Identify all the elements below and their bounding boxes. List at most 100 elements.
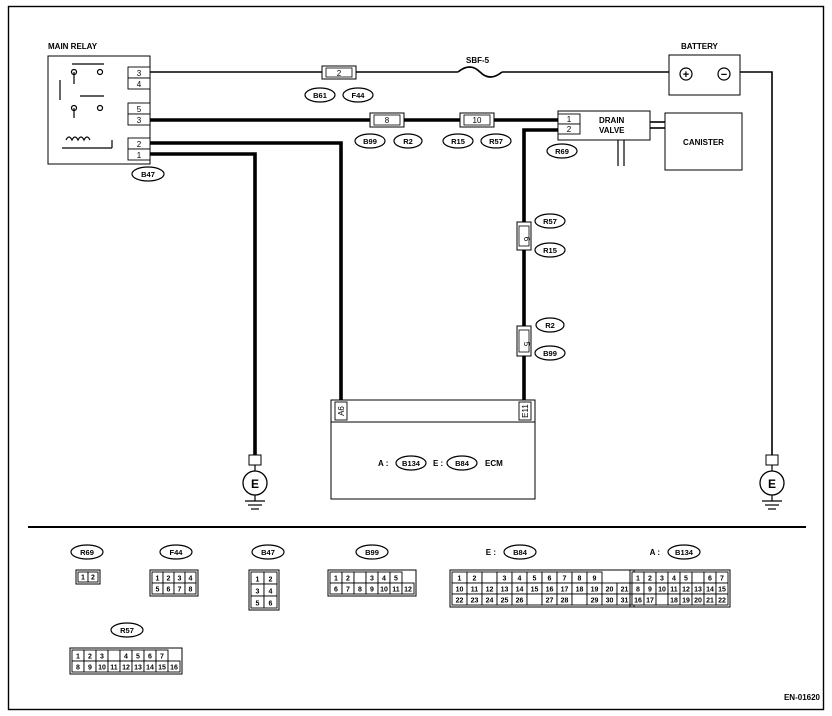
connector-pin: 2 — [91, 575, 95, 582]
drain-valve-label-2: VALVE — [599, 126, 625, 135]
fuse-label: SBF-5 — [466, 56, 490, 65]
ecm-ref-b134: B134 — [402, 459, 421, 468]
connector-ref-r2-vertical: R2 — [535, 317, 565, 333]
connector-pin: 18 — [670, 598, 678, 605]
connector-view-title: R57 — [120, 626, 134, 635]
connector-pin: 3 — [503, 576, 507, 583]
connector-pin: 1 — [458, 576, 462, 583]
connector-ref-b99: B99 — [354, 133, 386, 149]
connector-pin: 4 — [382, 576, 386, 583]
relay-pin-block-middle: 5 3 — [127, 102, 151, 126]
connector-pin: 17 — [646, 598, 654, 605]
svg-text:R15: R15 — [543, 246, 557, 255]
ecm-pin-a6: A6 — [337, 406, 346, 416]
connector-pin-cell — [571, 593, 588, 606]
relay-pin: 2 — [137, 140, 142, 149]
connector-pin: 7 — [720, 576, 724, 583]
connector-pin: 31 — [621, 598, 629, 605]
connector-pin: 6 — [167, 587, 171, 594]
connector-pin: 15 — [158, 665, 166, 672]
connector-view-prefix: A : — [650, 548, 660, 557]
connector-pin: 10 — [98, 665, 106, 672]
connector-view-oval — [251, 544, 285, 560]
svg-text:B61: B61 — [313, 91, 327, 100]
connector-pin: 11 — [670, 587, 678, 594]
connector-pin: 2 — [88, 654, 92, 661]
connector-pin: 1 — [76, 654, 80, 661]
connector-pin: 5 — [394, 576, 398, 583]
connector-pin: 3 — [100, 654, 104, 661]
svg-text:B99: B99 — [363, 137, 377, 146]
connector-pin: 8 — [636, 587, 640, 594]
connector-pin-cell — [655, 593, 669, 606]
wire-relay-to-ground — [150, 152, 257, 455]
connector-pin: 2 — [167, 576, 171, 583]
connector-pin: 14 — [516, 587, 524, 594]
connector-pin: 3 — [178, 576, 182, 583]
connector-pin-cell — [184, 582, 197, 595]
connector-pin: 15 — [531, 587, 539, 594]
svg-text:F44: F44 — [352, 91, 366, 100]
connector-view-oval — [667, 544, 701, 560]
canister: CANISTER — [664, 112, 743, 171]
connector-view-title: F44 — [170, 548, 184, 557]
connector-pin: 6 — [708, 576, 712, 583]
svg-text:10: 10 — [473, 116, 482, 125]
connector-pin: 9 — [88, 665, 92, 672]
connector-pin: 24 — [486, 598, 494, 605]
ecm-label: ECM — [485, 459, 503, 468]
connector-pin-cell — [353, 571, 367, 584]
connector-pin: 22 — [718, 598, 726, 605]
relay-pin: 4 — [137, 80, 142, 89]
svg-text:6: 6 — [522, 237, 531, 242]
relay-pin: 1 — [137, 151, 142, 160]
battery-label: BATTERY — [681, 42, 719, 51]
connector-pin: 11 — [392, 587, 400, 594]
connector-pin: 23 — [471, 598, 479, 605]
battery-minus-sign: − — [721, 69, 727, 81]
connector-outline — [75, 569, 101, 585]
connector-pin-cell — [263, 595, 278, 609]
svg-text:R2: R2 — [545, 321, 555, 330]
connector-pin-cell — [401, 582, 415, 595]
svg-text:5: 5 — [522, 342, 531, 347]
connector-pin: 11 — [110, 665, 118, 672]
connector-pin: 1 — [256, 577, 260, 584]
connector-pin: 4 — [124, 654, 128, 661]
connector-pin: 20 — [694, 598, 702, 605]
ground-symbol-left: E — [251, 477, 259, 491]
connector-pin: 10 — [658, 587, 666, 594]
connector-pin: 12 — [486, 587, 494, 594]
connector-pin: 1 — [636, 576, 640, 583]
connector-b99-vertical-inline: 5 — [516, 325, 532, 357]
connector-pin: 11 — [471, 587, 479, 594]
connector-b99-inline: 8 — [369, 112, 405, 128]
connector-pin: 1 — [156, 576, 160, 583]
connector-pin: 8 — [578, 576, 582, 583]
ecm-ref-b84: B84 — [455, 459, 470, 468]
wire-battery-to-ground — [740, 71, 773, 455]
connector-ref-r69: R69 — [546, 143, 578, 159]
drain-valve-label: DRAIN — [599, 116, 625, 125]
connector-view-oval — [355, 544, 389, 560]
svg-text:1: 1 — [567, 115, 572, 124]
connector-r57-inline: 10 — [459, 112, 495, 128]
connector-ref-r2: R2 — [393, 133, 423, 149]
connector-pin: 3 — [370, 576, 374, 583]
connector-pin: 3 — [256, 589, 260, 596]
svg-text:8: 8 — [385, 116, 390, 125]
ecm-a-prefix: A : — [378, 459, 388, 468]
relay-pin: 5 — [137, 105, 142, 114]
connector-pin: 3 — [660, 576, 664, 583]
diagram-code: EN-01620 — [784, 693, 821, 702]
connector-pin-cell — [691, 571, 705, 584]
connector-pin: 2 — [473, 576, 477, 583]
svg-text:2: 2 — [567, 125, 572, 134]
connector-pin: 14 — [146, 665, 154, 672]
